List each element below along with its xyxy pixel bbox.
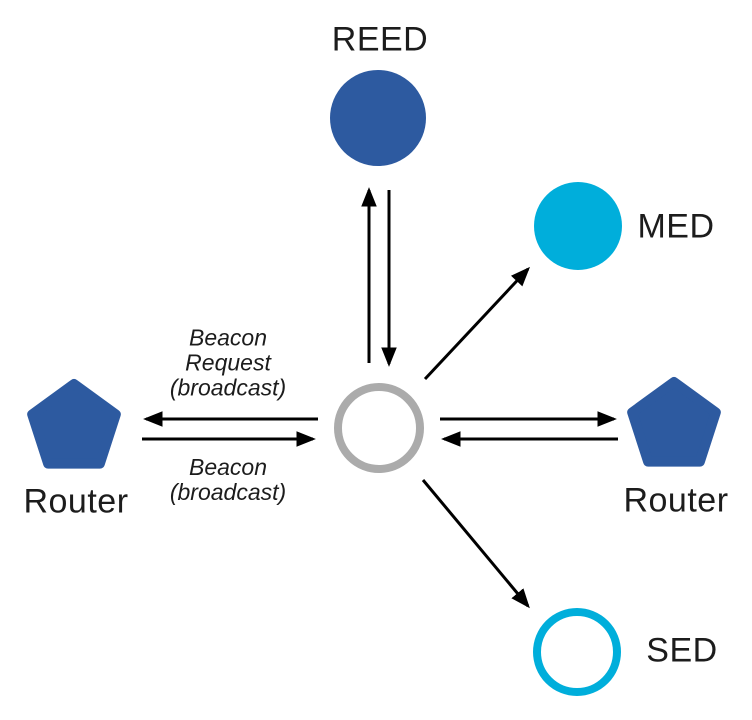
arrow-center-to-sed: [421, 479, 530, 609]
beacon-request-line-1: Beacon: [188, 324, 268, 351]
sed-node: [533, 608, 621, 696]
joiner-center-node: [334, 383, 424, 473]
sed-label: SED: [646, 631, 718, 670]
beacon-request-line-2: Request: [185, 349, 271, 376]
med-node: [534, 182, 622, 270]
beacon-line-2: (broadcast): [169, 479, 287, 505]
router-left-label: Router: [23, 482, 129, 521]
reed-node: [330, 70, 426, 166]
beacon-request-annotation: Beacon Request (broadcast): [169, 324, 287, 401]
beacon-request-line-3: (broadcast): [169, 374, 287, 401]
router-right-node: [627, 377, 721, 467]
beacon-line-1: Beacon: [188, 454, 268, 480]
arrow-center-to-med: [423, 266, 530, 381]
reed-label: REED: [331, 20, 429, 59]
med-label: MED: [637, 207, 715, 246]
beacon-annotation: Beacon (broadcast): [170, 455, 286, 505]
router-left-node: [27, 379, 121, 469]
router-right-label: Router: [623, 481, 729, 520]
